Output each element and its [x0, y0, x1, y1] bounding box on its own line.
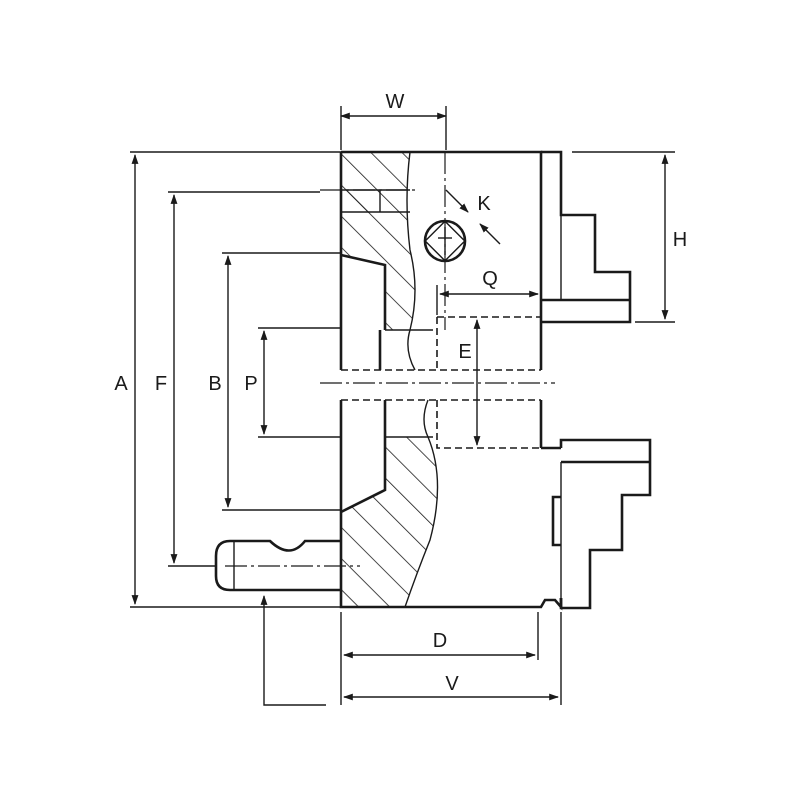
upper-section-hatch — [340, 151, 433, 371]
label-B: B — [208, 373, 221, 395]
label-P: P — [244, 373, 257, 395]
dimension-label-group: W K H Q A F B P E D V — [114, 91, 687, 695]
label-F: F — [155, 373, 167, 395]
label-K: K — [477, 193, 491, 215]
hidden-jaw-guide — [436, 316, 541, 449]
label-Q: Q — [482, 268, 498, 290]
lower-section-hatch — [340, 399, 439, 608]
mount-leader — [260, 595, 326, 706]
extension-lines — [130, 106, 675, 705]
label-D: D — [433, 630, 447, 652]
center-lines — [225, 152, 555, 567]
dim-line-K-lower — [479, 223, 501, 245]
label-W: W — [386, 91, 405, 113]
label-V: V — [445, 673, 459, 695]
lower-jaw — [551, 438, 652, 610]
upper-jaw — [541, 150, 632, 324]
dim-line-K-upper — [445, 189, 469, 213]
label-H: H — [673, 229, 687, 251]
label-A: A — [114, 373, 128, 395]
label-E: E — [458, 341, 471, 363]
dimension-lines — [131, 112, 669, 706]
